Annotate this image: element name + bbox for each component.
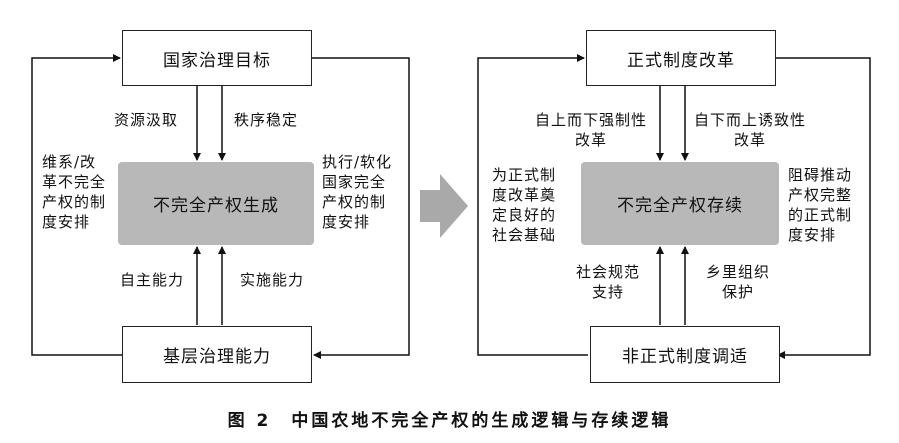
- label-order-stability: 秩序稳定: [234, 111, 299, 129]
- label-top-down-reform: 自上而下强制性 改革: [535, 111, 648, 149]
- informal-institution-adaptation-box: 非正式制度调适: [590, 326, 780, 383]
- loop-left-outer-r: [477, 54, 588, 356]
- loop-right-outer-r: [774, 57, 871, 359]
- label-village-org: 乡里组织 保护: [706, 263, 771, 301]
- transition-arrow: [420, 174, 468, 238]
- incomplete-property-persistence-box: 不完全产权存续: [581, 162, 779, 245]
- label-implementation: 实施能力: [240, 271, 305, 289]
- loop-right-outer: [310, 57, 410, 359]
- label-resource-extraction: 资源汲取: [114, 111, 179, 129]
- label-bottom-up-reform: 自下而上诱致性 改革: [694, 111, 807, 149]
- grassroots-governance-capacity-box: 基层治理能力: [122, 326, 312, 383]
- loop-left-outer: [31, 54, 124, 356]
- figure-caption: 图 2 中国农地不完全产权的生成逻辑与存续逻辑: [227, 411, 672, 431]
- side-left-text: 维系/改 革不完全 产权的制 度安排: [42, 153, 107, 231]
- label-social-norms: 社会规范 支持: [576, 263, 641, 301]
- incomplete-property-generation-box: 不完全产权生成: [118, 162, 314, 245]
- side-left-text-r: 为正式制 度改革奠 定良好的 社会基础: [492, 166, 557, 244]
- side-right-text: 执行/软化 国家完全 产权的制 度安排: [322, 153, 393, 231]
- label-autonomy: 自主能力: [120, 271, 185, 289]
- side-right-text-r: 阻碍推动 产权完整 的正式制 度安排: [788, 166, 853, 244]
- formal-institution-reform-box: 正式制度改革: [586, 30, 776, 86]
- national-governance-goal-box: 国家治理目标: [122, 30, 312, 86]
